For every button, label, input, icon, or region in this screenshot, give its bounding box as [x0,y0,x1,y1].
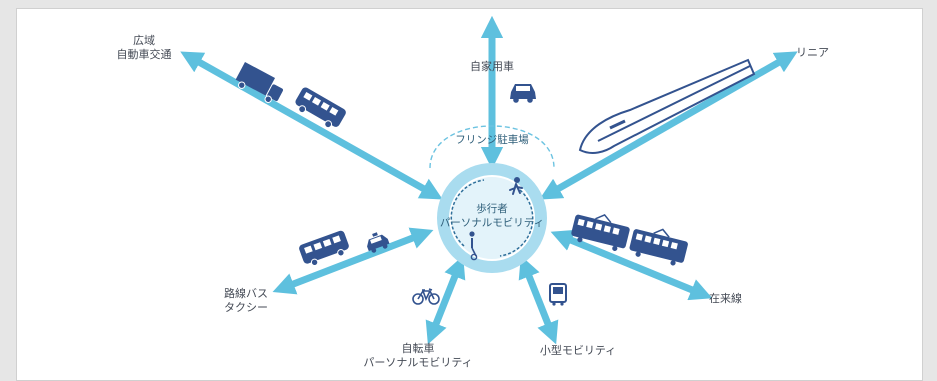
maglev-train-icon [578,58,756,154]
arrow-wide-area [180,51,443,200]
segway-icon [469,231,478,261]
pedestrian-icon [509,177,523,195]
route-bus-icon [299,230,349,267]
hub-label-line2: パーソナルモビリティ [440,217,544,229]
hub-label-line1: 歩行者 [476,202,508,215]
label-bicycle-line2: パーソナルモビリティ [363,356,472,369]
arrow-bicycle [425,255,466,345]
arrow-route-bus [272,227,434,295]
conventional-train-icon [571,214,688,266]
truck-icon [235,62,283,103]
fringe-parking-dome [429,125,555,169]
taxi-icon [367,232,390,253]
label-linear: リニア [796,46,829,59]
small-mobility-icon [549,283,567,306]
arrow-linear [539,51,798,200]
label-wide-area-line2: 自動車交通 [117,47,172,61]
hub: 歩行者 パーソナルモビリティ [437,163,547,273]
label-conventional-rail: 在来線 [709,291,742,305]
arrows [180,15,798,345]
label-private-car: 自家用車 [470,59,514,73]
bicycle-icon [412,288,440,305]
label-bicycle-line1: 自転車 [402,341,435,355]
arrow-small-mobility [518,255,559,345]
label-route-bus-line2: タクシー [224,301,268,314]
label-route-bus-line1: 路線バス [224,286,268,300]
arrow-conventional-rail [550,229,713,301]
highway-bus-icon [295,87,346,129]
car-icon [510,84,536,103]
label-small-mobility: 小型モビリティ [540,343,616,357]
fringe-parking-label: フリンジ駐車場 [455,133,529,146]
label-wide-area-line1: 広域 [133,34,155,47]
